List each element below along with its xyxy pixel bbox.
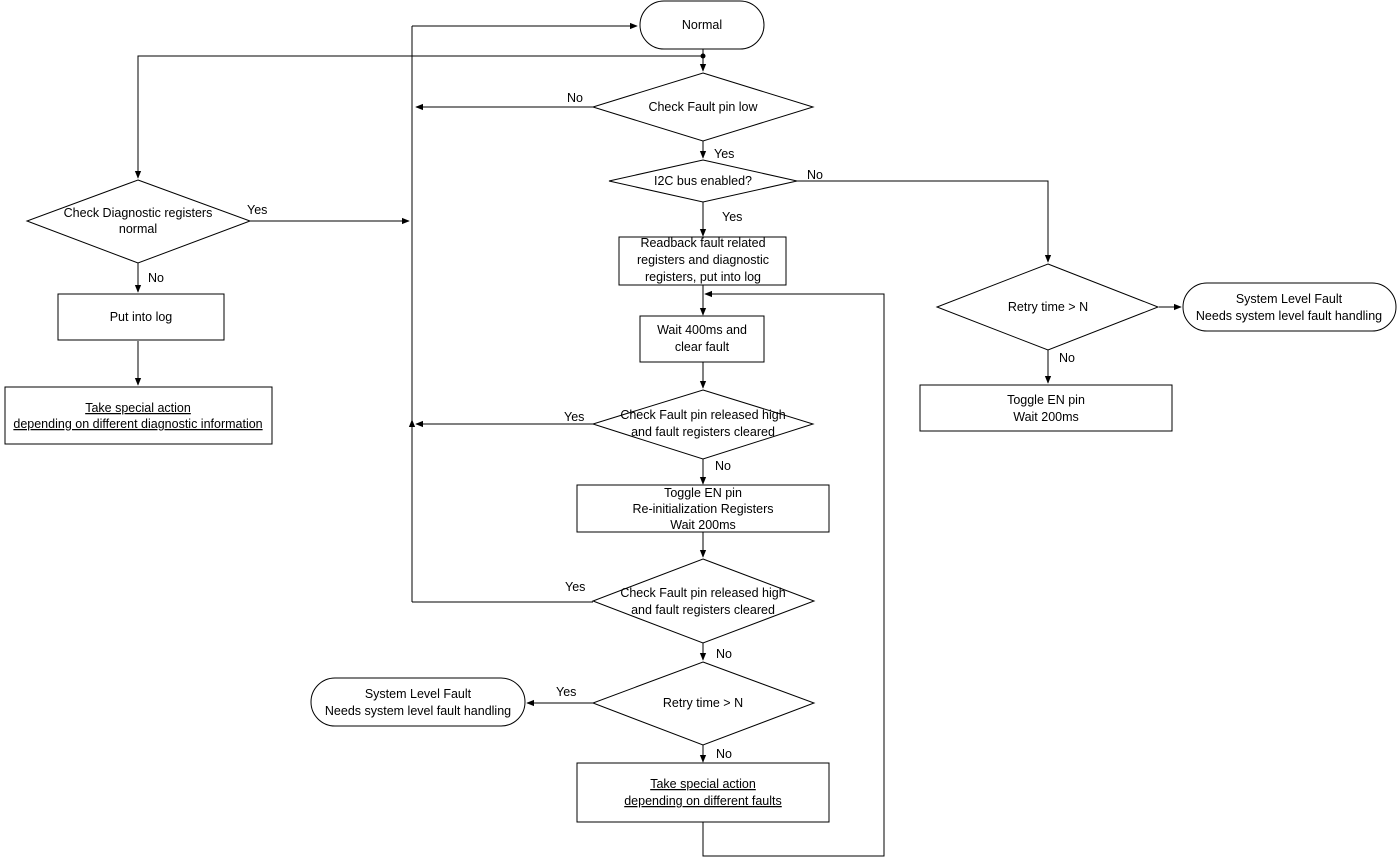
node-toggle-reinit: Toggle EN pin Re-initialization Register… (576, 484, 830, 533)
svg-text:System Level Fault: System Level Fault (365, 687, 472, 701)
label-no: No (716, 747, 732, 761)
label-no: No (567, 91, 583, 105)
svg-text:Retry time > N: Retry time > N (663, 696, 743, 710)
svg-text:registers and diagnostic: registers and diagnostic (637, 253, 769, 267)
node-i2c-enabled: I2C bus enabled? (608, 159, 798, 203)
label-yes: Yes (247, 203, 267, 217)
node-readback: Readback fault related registers and dia… (618, 236, 787, 286)
svg-text:Take special action: Take special action (85, 401, 191, 415)
svg-text:registers, put into log: registers, put into log (645, 270, 761, 284)
svg-text:Check Fault pin low: Check Fault pin low (648, 100, 758, 114)
svg-text:Retry time > N: Retry time > N (1008, 300, 1088, 314)
svg-text:I2C bus enabled?: I2C bus enabled? (654, 174, 752, 188)
svg-text:Check Fault pin released high: Check Fault pin released high (620, 586, 785, 600)
svg-text:Normal: Normal (682, 18, 722, 32)
svg-text:Toggle EN pin: Toggle EN pin (664, 486, 742, 500)
label-yes: Yes (556, 685, 576, 699)
node-system-fault-left: System Level Fault Needs system level fa… (310, 677, 526, 727)
label-yes: Yes (722, 210, 742, 224)
node-check-released-2: Check Fault pin released high and fault … (591, 558, 816, 644)
svg-text:Check Fault pin released high: Check Fault pin released high (620, 408, 785, 422)
svg-text:and fault registers cleared: and fault registers cleared (631, 425, 775, 439)
svg-text:and fault registers cleared: and fault registers cleared (631, 603, 775, 617)
node-retry-center: Retry time > N (591, 661, 816, 746)
label-no: No (716, 647, 732, 661)
node-check-released-1: Check Fault pin released high and fault … (591, 389, 815, 460)
svg-text:depending on different diagnos: depending on different diagnostic inform… (13, 417, 262, 431)
edge-labels: No Yes No Yes Yes No Yes No Yes No Yes N… (148, 91, 1075, 761)
node-retry-right: Retry time > N (935, 263, 1160, 351)
svg-text:Needs system level fault handl: Needs system level fault handling (1196, 309, 1382, 323)
svg-text:Needs system level fault handl: Needs system level fault handling (325, 704, 511, 718)
edge-i2c-no (797, 180, 1052, 263)
node-check-fault-low: Check Fault pin low (591, 72, 815, 142)
node-special-action-diagnostic: Take special action depending on differe… (4, 386, 273, 445)
label-no: No (1059, 351, 1075, 365)
svg-text:Take special action: Take special action (650, 777, 756, 791)
svg-text:Wait 400ms and: Wait 400ms and (657, 323, 747, 337)
svg-text:Wait 200ms: Wait 200ms (670, 518, 736, 532)
svg-text:System Level Fault: System Level Fault (1236, 292, 1343, 306)
svg-text:Toggle EN pin: Toggle EN pin (1007, 393, 1085, 407)
edge-special-loop (702, 290, 885, 857)
node-normal: Normal (639, 0, 765, 50)
svg-text:clear fault: clear fault (675, 340, 730, 354)
label-no: No (148, 271, 164, 285)
node-system-fault-right: System Level Fault Needs system level fa… (1182, 282, 1397, 332)
label-yes: Yes (564, 410, 584, 424)
label-no: No (807, 168, 823, 182)
svg-text:normal: normal (119, 222, 157, 236)
svg-text:Check Diagnostic registers: Check Diagnostic registers (64, 206, 213, 220)
svg-text:Wait 200ms: Wait 200ms (1013, 410, 1079, 424)
label-yes: Yes (565, 580, 585, 594)
node-toggle-right: Toggle EN pin Wait 200ms (919, 384, 1173, 432)
label-yes: Yes (714, 147, 734, 161)
node-check-diagnostic: Check Diagnostic registers normal (25, 179, 252, 264)
node-put-into-log: Put into log (57, 293, 225, 341)
label-no: No (715, 459, 731, 473)
svg-text:depending on different faults: depending on different faults (624, 794, 782, 808)
node-special-action-faults: Take special action depending on differe… (576, 762, 830, 823)
svg-text:Re-initialization Registers: Re-initialization Registers (632, 502, 773, 516)
node-wait-400ms: Wait 400ms and clear fault (639, 315, 765, 363)
edge-to-check-diag (134, 55, 703, 179)
svg-text:Put into log: Put into log (110, 310, 173, 324)
svg-text:Readback fault related: Readback fault related (640, 236, 765, 250)
connectors (134, 22, 1182, 857)
